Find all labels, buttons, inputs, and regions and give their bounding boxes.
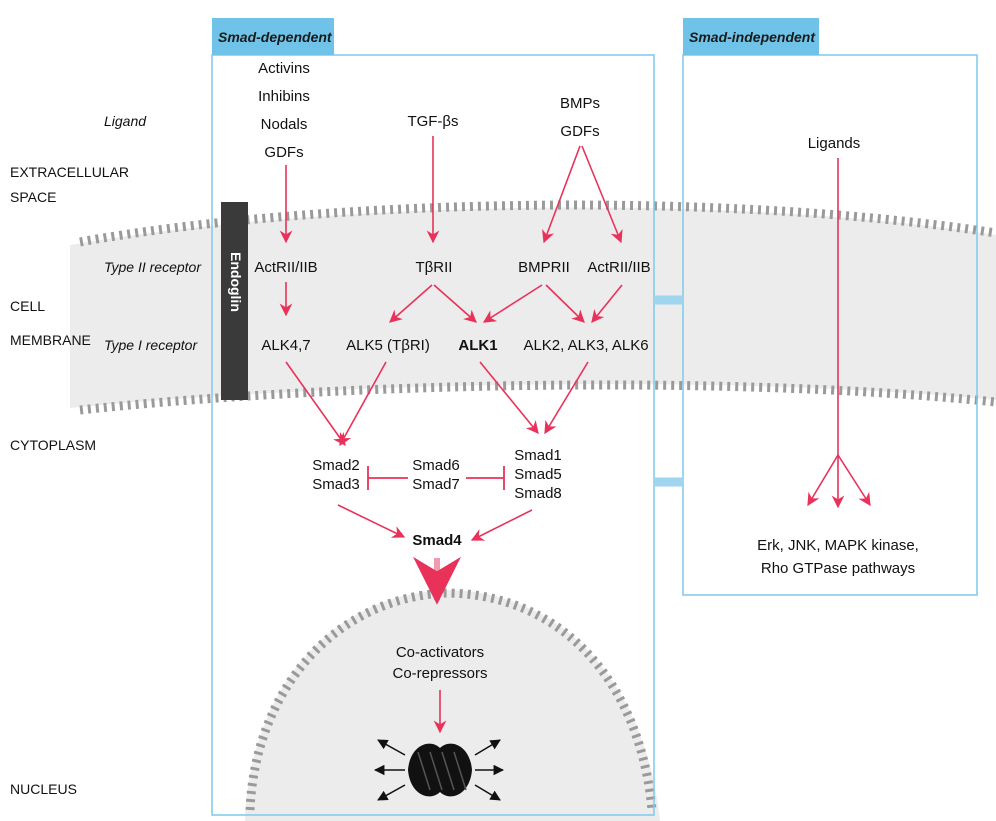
receptor-actrii-right: ActRII/IIB — [587, 259, 650, 276]
ligand-bmps: BMPs — [560, 95, 600, 112]
cell-membrane-band — [70, 207, 996, 408]
receptor-alk1: ALK1 — [458, 337, 497, 354]
ligand-activins: Activins — [258, 60, 310, 77]
ligand-tgf-betas: TGF-βs — [407, 113, 458, 130]
arrow-branch-mapk — [837, 454, 871, 507]
ligands-independent: Ligands — [808, 135, 861, 152]
smad-dependent-header-bg — [212, 18, 334, 55]
arrow-smad23-to-smad4 — [337, 504, 406, 538]
arrow-smad158-to-smad4 — [470, 509, 533, 541]
arrow-alk1-to-smad158 — [479, 361, 539, 434]
receptor-alk47: ALK4,7 — [261, 337, 310, 354]
smad5: Smad5 — [514, 466, 562, 483]
receptor-tbrii: TβRII — [416, 259, 453, 276]
smad-independent-header-bg — [683, 18, 819, 55]
dna-arrow-lr — [474, 784, 501, 801]
arrow-alk236-to-smad158 — [544, 361, 589, 435]
output-erk-jnk-mapk: Erk, JNK, MAPK kinase, — [757, 537, 919, 554]
ligand-gdfs-left: GDFs — [264, 144, 303, 161]
smad-independent-panel — [682, 54, 978, 596]
smad8: Smad8 — [514, 485, 562, 502]
output-rho-gtpase: Rho GTPase pathways — [761, 560, 915, 577]
arrow-actrii-right-to-alk236 — [591, 284, 623, 323]
smad-dependent-panel — [211, 54, 655, 816]
cytoplasm-label: CYTOPLASM — [10, 437, 96, 453]
co-repressors: Co-repressors — [392, 665, 487, 682]
receptor-actrii-left: ActRII/IIB — [254, 259, 317, 276]
ligand-inhibins: Inhibins — [258, 88, 310, 105]
nucleus-region — [245, 590, 660, 821]
arrow-branch-erk — [807, 454, 839, 507]
arrow-alk47-to-smad23 — [285, 361, 346, 447]
arrow-bmprii-to-alk1 — [482, 284, 543, 323]
smad-independent-header: Smad-independent — [689, 29, 816, 45]
ligand-nodals: Nodals — [261, 116, 308, 133]
receptor-alk2-3-6: ALK2, ALK3, ALK6 — [523, 337, 648, 354]
nucleus-label: NUCLEUS — [10, 781, 77, 797]
type1-receptor-side-label: Type I receptor — [104, 337, 198, 353]
smad3: Smad3 — [312, 476, 360, 493]
extracellular-label-line1: EXTRACELLULAR — [10, 164, 129, 180]
arrow-bmprii-to-alk236 — [545, 284, 585, 323]
extracellular-label-line2: SPACE — [10, 189, 56, 205]
cell-membrane-label-line1: CELL — [10, 298, 45, 314]
dna-chromatin-icon — [408, 743, 472, 797]
smad6: Smad6 — [412, 457, 460, 474]
endoglin-bar — [221, 202, 248, 400]
receptor-alk5: ALK5 (TβRI) — [346, 337, 430, 354]
arrow-bmps-to-actrii-right — [581, 145, 623, 244]
dna-arrow-ur — [474, 739, 501, 756]
smad-dependent-header: Smad-dependent — [218, 29, 333, 45]
smad2: Smad2 — [312, 457, 360, 474]
arrow-alk5-to-smad23 — [339, 361, 387, 447]
co-activators: Co-activators — [396, 644, 484, 661]
cell-membrane-label-line2: MEMBRANE — [10, 332, 91, 348]
ligand-side-label: Ligand — [104, 113, 147, 129]
type2-receptor-side-label: Type II receptor — [104, 259, 202, 275]
dna-arrow-ll — [377, 784, 406, 801]
endoglin-label: Endoglin — [228, 252, 244, 312]
arrow-tbrii-to-alk5 — [389, 284, 433, 323]
ligand-gdfs-right: GDFs — [560, 123, 599, 140]
arrow-tbrii-to-alk1 — [433, 284, 477, 323]
smad7: Smad7 — [412, 476, 460, 493]
dna-arrow-ul — [377, 739, 406, 756]
smad4: Smad4 — [412, 532, 462, 549]
smad1: Smad1 — [514, 447, 562, 464]
membrane-inner-dashes — [79, 380, 996, 415]
receptor-bmprii: BMPRII — [518, 259, 570, 276]
arrow-bmps-to-bmprii — [542, 145, 581, 244]
